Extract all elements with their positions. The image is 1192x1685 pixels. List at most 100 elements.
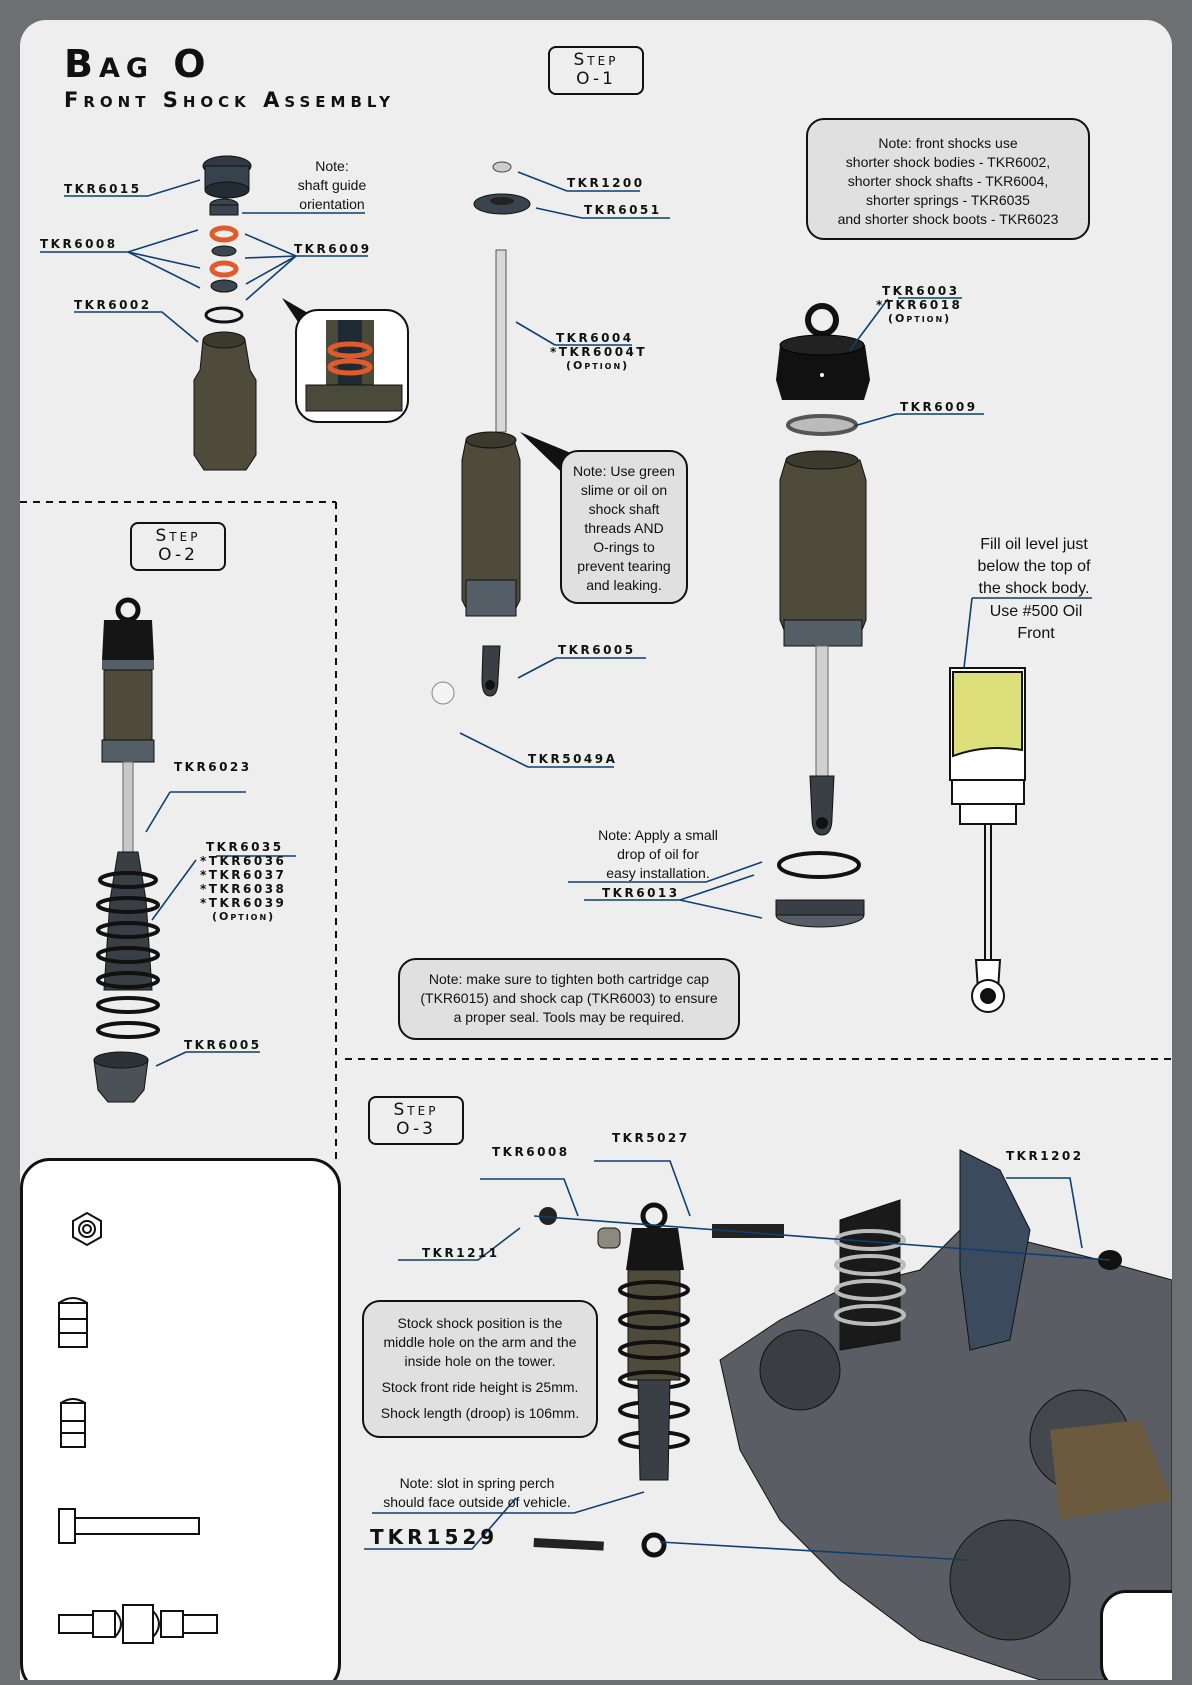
note-stock-position: Stock shock position is the middle hole … bbox=[362, 1300, 598, 1438]
label-tkr1202: TKR1202 bbox=[1006, 1149, 1084, 1163]
page-title: Bag O bbox=[64, 42, 212, 86]
leader-lines bbox=[40, 171, 1111, 1561]
note-tighten: Note: make sure to tighten both cartridg… bbox=[398, 958, 740, 1040]
label-tkr5049a: TKR5049A bbox=[528, 752, 618, 766]
label-option-3: (Option) bbox=[212, 910, 276, 923]
note-fill-oil-line-1: Fill oil level just bbox=[980, 536, 1088, 553]
label-tkr5027: TKR5027 bbox=[612, 1131, 690, 1145]
note-green-slime-line-1: Note: Use green bbox=[573, 463, 675, 479]
note-ride-height: Stock front ride height is 25mm. bbox=[381, 1379, 579, 1395]
note-fill-oil-line-2: below the top of bbox=[977, 558, 1091, 575]
note-use-oil-line-1: Use #500 Oil bbox=[989, 603, 1083, 620]
label-tkr6003: TKR6003 bbox=[882, 284, 960, 298]
label-tkr6035: TKR6035 bbox=[206, 840, 284, 854]
note-use-oil-line-2: Front bbox=[1017, 625, 1055, 642]
oil-level-sketch bbox=[949, 667, 1026, 1013]
step-o3-number: O-3 bbox=[396, 1119, 436, 1139]
label-tkr6002: TKR6002 bbox=[74, 298, 152, 312]
assembled-shock-parts bbox=[775, 303, 870, 928]
step-o2-number: O-2 bbox=[158, 545, 198, 565]
label-tkr1211: TKR1211 bbox=[422, 1246, 500, 1260]
hardware-legend-box bbox=[20, 1158, 341, 1680]
note-spring-perch-line-1: Note: slot in spring perch bbox=[399, 1475, 555, 1491]
note-green-slime-line-2: slime or oil on bbox=[580, 482, 668, 498]
label-tkr6009-top: TKR6009 bbox=[294, 242, 372, 256]
label-tkr6005-bottom: TKR6005 bbox=[184, 1038, 262, 1052]
hardware-legend-icons bbox=[58, 1211, 218, 1644]
note-green-slime-line-5: O-rings to bbox=[593, 539, 655, 555]
nut-top-icon bbox=[72, 1211, 102, 1247]
step-o2-box: Step O-2 bbox=[130, 522, 226, 571]
note-apply-oil-line-2: drop of oil for bbox=[617, 846, 699, 862]
note-stock-position-line-1: Stock shock position is the bbox=[397, 1315, 563, 1331]
note-shock-length: Shock length (droop) is 106mm. bbox=[380, 1405, 580, 1421]
label-tkr6038: *TKR6038 bbox=[200, 882, 287, 896]
label-tkr6009-right: TKR6009 bbox=[900, 400, 978, 414]
screw-icon bbox=[58, 1508, 200, 1544]
label-tkr6008: TKR6008 bbox=[40, 237, 118, 251]
note-green-slime: Note: Use green slime or oil on shock sh… bbox=[560, 450, 688, 604]
note-tighten-line-2: (TKR6015) and shock cap (TKR6003) to ens… bbox=[420, 990, 718, 1006]
step-o2-word: Step bbox=[155, 526, 201, 546]
note-front-shocks-line-2: shorter shock bodies - TKR6002, bbox=[845, 154, 1051, 170]
note-front-shocks: Note: front shocks use shorter shock bod… bbox=[806, 118, 1090, 240]
label-option-1: (Option) bbox=[566, 359, 630, 372]
step-o1-box: Step O-1 bbox=[548, 46, 644, 95]
label-tkr1529: TKR1529 bbox=[370, 1525, 499, 1549]
note-front-shocks-line-1: Note: front shocks use bbox=[878, 135, 1018, 151]
label-tkr6037: *TKR6037 bbox=[200, 868, 287, 882]
note-front-shocks-line-4: shorter springs - TKR6035 bbox=[866, 192, 1030, 208]
step-o3-box: Step O-3 bbox=[368, 1096, 464, 1145]
step-o2-assembled-shock bbox=[93, 597, 160, 1103]
note-fill-oil: Fill oil level just below the top of the… bbox=[972, 534, 1096, 600]
step-o3-vehicle-drawing bbox=[533, 1149, 1172, 1680]
exploded-cartridge-parts bbox=[193, 155, 257, 471]
locknut-side-icon bbox=[58, 1297, 88, 1348]
flanged-nut-icon bbox=[60, 1398, 86, 1448]
label-tkr6015: TKR6015 bbox=[64, 182, 142, 196]
note-stock-position-line-2: middle hole on the arm and the bbox=[383, 1334, 577, 1350]
step-o1-word: Step bbox=[573, 50, 619, 70]
step-o3-word: Step bbox=[393, 1100, 439, 1120]
note-green-slime-line-4: threads AND bbox=[584, 520, 664, 536]
note-fill-oil-line-3: the shock body. bbox=[978, 580, 1090, 597]
shaft-column-parts bbox=[431, 161, 531, 705]
note-spring-perch-line-2: should face outside of vehicle. bbox=[383, 1494, 571, 1510]
instruction-sheet: Bag O Front Shock Assembly Step O-1 Step… bbox=[20, 20, 1172, 1680]
note-shaft-guide-line-2: shaft guide bbox=[297, 177, 367, 193]
label-option-2: (Option) bbox=[888, 312, 952, 325]
label-tkr6023: TKR6023 bbox=[174, 760, 252, 774]
section-dividers bbox=[20, 501, 1172, 1160]
note-shaft-guide-line-3: orientation bbox=[299, 196, 365, 212]
label-tkr6051: TKR6051 bbox=[584, 203, 662, 217]
label-tkr1200: TKR1200 bbox=[567, 176, 645, 190]
note-stock-position-line-3: inside hole on the tower. bbox=[404, 1353, 556, 1369]
note-tighten-line-1: Note: make sure to tighten both cartridg… bbox=[428, 971, 710, 987]
note-green-slime-line-6: prevent tearing bbox=[577, 558, 671, 574]
label-tkr6013: TKR6013 bbox=[602, 886, 680, 900]
page-number-box bbox=[1100, 1590, 1172, 1680]
note-apply-oil-line-3: easy installation. bbox=[606, 865, 710, 881]
note-apply-oil: Note: Apply a small drop of oil for easy… bbox=[568, 826, 748, 883]
label-tkr6004t: *TKR6004T bbox=[550, 345, 648, 359]
note-front-shocks-line-5: and shorter shock boots - TKR6023 bbox=[837, 211, 1059, 227]
note-shaft-guide-line-1: Note: bbox=[315, 158, 349, 174]
shaft-guide-callout bbox=[282, 298, 409, 423]
step-o1-number: O-1 bbox=[576, 69, 616, 89]
note-apply-oil-line-1: Note: Apply a small bbox=[598, 827, 718, 843]
shock-pivot-pin-icon bbox=[58, 1604, 218, 1644]
page-subtitle: Front Shock Assembly bbox=[64, 88, 395, 112]
label-tkr6018: *TKR6018 bbox=[876, 298, 963, 312]
note-use-oil: Use #500 Oil Front bbox=[986, 601, 1086, 645]
label-tkr6008-step3: TKR6008 bbox=[492, 1145, 570, 1159]
diagram-drawings bbox=[20, 155, 1172, 1680]
label-tkr6039: *TKR6039 bbox=[200, 896, 287, 910]
note-spring-perch: Note: slot in spring perch should face o… bbox=[372, 1474, 582, 1512]
note-green-slime-line-3: shock shaft bbox=[588, 501, 660, 517]
label-tkr6036: *TKR6036 bbox=[200, 854, 287, 868]
label-tkr6004: TKR6004 bbox=[556, 331, 634, 345]
note-front-shocks-line-3: shorter shock shafts - TKR6004, bbox=[847, 173, 1049, 189]
note-shaft-guide: Note: shaft guide orientation bbox=[282, 157, 382, 214]
label-tkr6005-top: TKR6005 bbox=[558, 643, 636, 657]
note-tighten-line-3: a proper seal. Tools may be required. bbox=[453, 1009, 685, 1025]
